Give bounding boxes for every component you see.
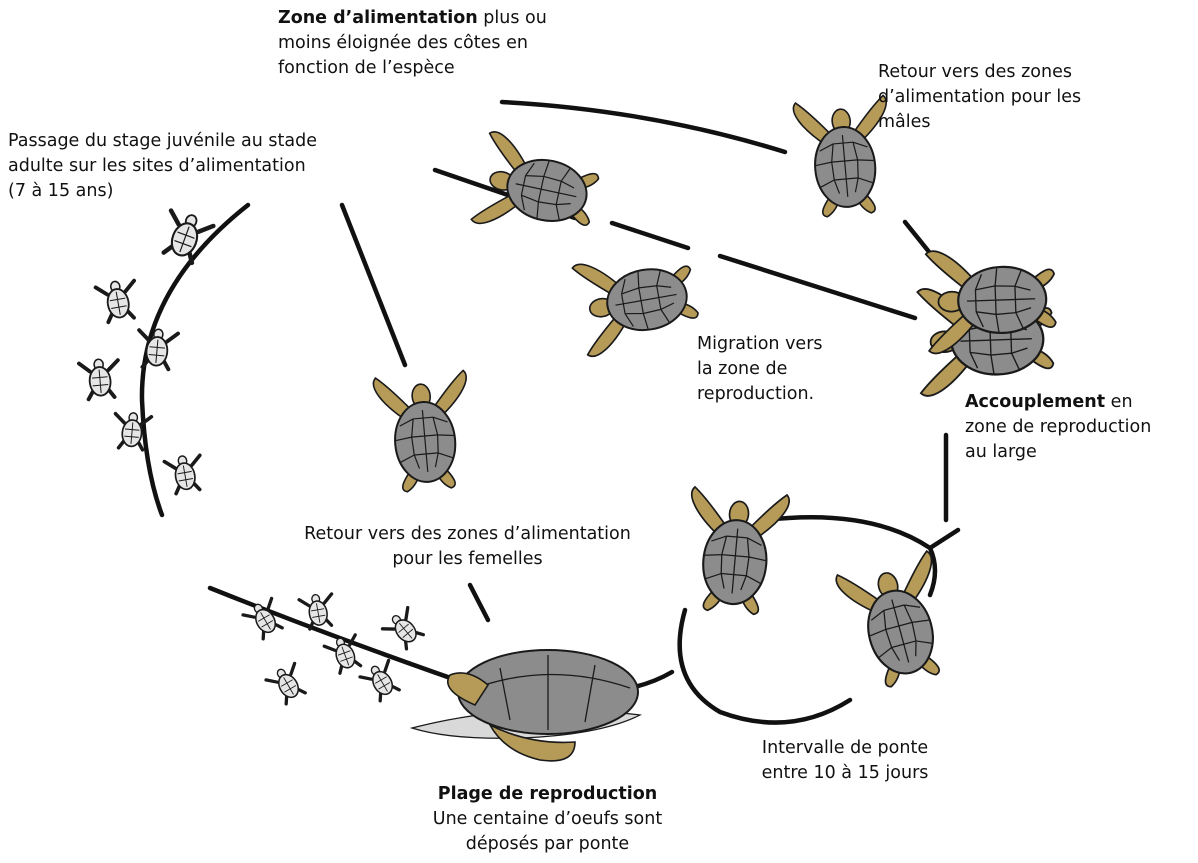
- path-migration-mid: [612, 223, 688, 248]
- feeding-zone-title: Zone d’alimentation: [278, 8, 478, 28]
- hatchlings-group: [79, 208, 428, 707]
- sea-turtle-icon: [572, 246, 702, 358]
- mating-line1: en: [1105, 392, 1132, 412]
- mating-line2: zone de reproduction: [965, 415, 1151, 440]
- mating-turtles-icon: [917, 247, 1056, 396]
- juvenile-passage-label: Passage du stage juvénile au stade adult…: [8, 129, 317, 204]
- path-female-return: [342, 205, 405, 365]
- sea-turtle-icon: [373, 370, 476, 494]
- females-return-line2: pour les femelles: [270, 547, 665, 572]
- feeding-zone-line2: moins éloignée des côtes en: [278, 31, 547, 56]
- path-mating-to-interval: [930, 435, 958, 548]
- path-feeding-to-males: [502, 102, 785, 152]
- sea-turtle-icon: [682, 487, 790, 617]
- males-return-line3: mâles: [878, 110, 1081, 135]
- migration-line1: Migration vers: [697, 332, 823, 357]
- laying-interval-line2: entre 10 à 15 jours: [730, 761, 960, 786]
- sea-turtle-icon: [835, 550, 961, 693]
- hatchling-icon: [265, 662, 310, 707]
- hatchling-icon: [157, 208, 215, 266]
- hatchling-icon: [164, 453, 206, 495]
- males-return-label: Retour vers des zones d’alimentation pou…: [878, 60, 1081, 135]
- path-interval-lower: [680, 610, 850, 723]
- laying-interval-line1: Intervalle de ponte: [730, 736, 960, 761]
- feeding-zone-line1: plus ou: [478, 8, 547, 28]
- path-hatchlings-to-sea: [210, 588, 485, 690]
- migration-line3: reproduction.: [697, 382, 823, 407]
- feeding-zone-label: Zone d’alimentation plus ou moins éloign…: [278, 6, 547, 81]
- juvenile-passage-line2: adulte sur les sites d’alimentation: [8, 154, 317, 179]
- nesting-beach-label: Plage de reproduction Une centaine d’oeu…: [385, 782, 710, 857]
- hatchling-icon: [79, 358, 121, 400]
- hatchling-icon: [95, 278, 140, 323]
- path-female-to-beach: [470, 585, 488, 620]
- males-return-line1: Retour vers des zones: [878, 60, 1081, 85]
- nesting-beach-title: Plage de reproduction: [438, 784, 658, 804]
- path-migration-to-mating: [720, 256, 915, 318]
- migration-line2: la zone de: [697, 357, 823, 382]
- nesting-turtle-icon: [412, 650, 640, 761]
- juvenile-passage-line1: Passage du stage juvénile au stade: [8, 129, 317, 154]
- nesting-beach-line2: Une centaine d’oeufs sont: [385, 807, 710, 832]
- females-return-line1: Retour vers des zones d’alimentation: [270, 522, 665, 547]
- mating-line3: au large: [965, 440, 1151, 465]
- juvenile-passage-line3: (7 à 15 ans): [8, 179, 317, 204]
- laying-interval-label: Intervalle de ponte entre 10 à 15 jours: [730, 736, 960, 786]
- males-return-line2: d’alimentation pour les: [878, 85, 1081, 110]
- mating-title: Accouplement: [965, 392, 1105, 412]
- females-return-label: Retour vers des zones d’alimentation pou…: [270, 522, 665, 572]
- hatchling-icon: [359, 659, 404, 704]
- hatchling-icon: [381, 606, 427, 652]
- feeding-zone-line3: fonction de l’espèce: [278, 56, 547, 81]
- migration-label: Migration vers la zone de reproduction.: [697, 332, 823, 407]
- nesting-beach-line3: déposés par ponte: [385, 832, 710, 857]
- mating-label: Accouplement en zone de reproduction au …: [965, 390, 1151, 465]
